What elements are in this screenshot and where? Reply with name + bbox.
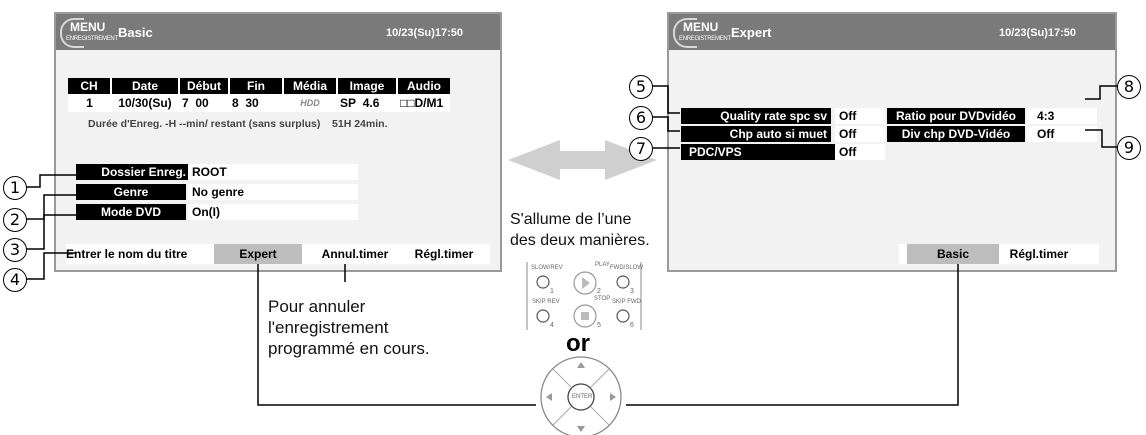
slow-rev-button-label: SLOW/REV [531,265,563,271]
num-4-label: 4 [550,322,554,329]
cancel-caption: Pour annuler l'enregistrement programmé … [268,296,430,359]
callout-6: 6 [629,106,653,130]
callout-9: 9 [1117,136,1141,160]
callout-5: 5 [629,75,653,99]
callout-3: 3 [3,238,27,262]
fwd-slow-button-label: FWD/SLOW [610,265,643,271]
or-label: or [566,330,590,358]
callout-4: 4 [3,268,27,292]
num-1-label: 1 [550,288,554,295]
skip-rev-button-label: SKIP REV [532,299,560,305]
num-5-label: 5 [597,322,601,329]
stop-button-label: STOP [594,296,610,302]
skip-fwd-button-label: SKIP FWD [612,299,641,305]
play-button-label: PLAY [595,262,610,268]
callout-7: 7 [629,137,653,161]
callout-8: 8 [1117,75,1141,99]
callout-1: 1 [3,176,27,200]
callout-2: 2 [3,208,27,232]
toggle-caption: S'allume de l’une des deux manières. [510,209,670,251]
num-6-label: 6 [630,322,634,329]
num-2-label: 2 [597,288,601,295]
enter-button-label[interactable]: ENTER [572,394,592,400]
num-3-label: 3 [630,288,634,295]
